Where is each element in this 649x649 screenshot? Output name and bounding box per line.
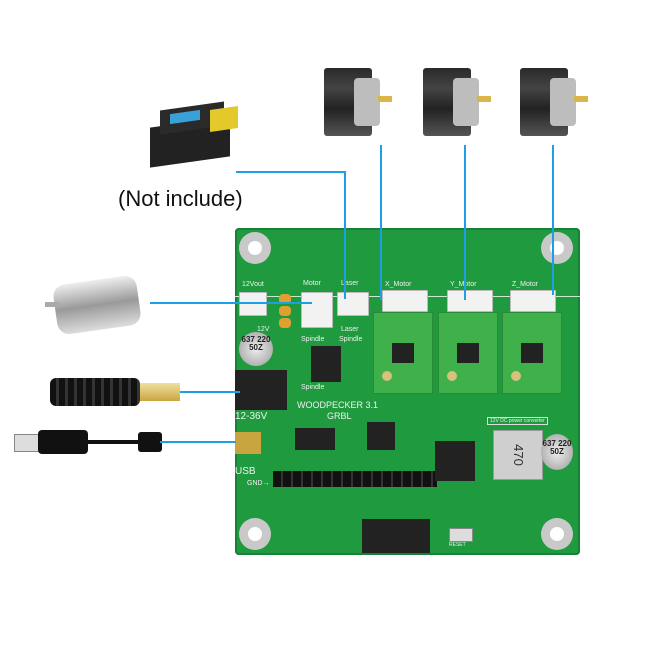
wire-laser-v (344, 171, 346, 299)
label-spindle-2: Spindle (339, 336, 363, 343)
label-laser-2: Laser (341, 326, 359, 333)
usb-port[interactable] (235, 432, 261, 454)
inductor-label: 470 (510, 444, 526, 466)
wire-y-motor (464, 145, 466, 300)
microcontroller (367, 422, 395, 450)
connector-spindle[interactable] (301, 292, 333, 328)
woodpecker-board: 12Vout Motor Laser X_Motor Y_Motor Z_Mot… (235, 228, 580, 555)
label-gnd: GND→ (247, 480, 270, 487)
label-usb: USB (235, 466, 256, 477)
pin-header[interactable] (273, 471, 437, 487)
wire-z-motor (552, 145, 554, 295)
capacitor-2: 637 220 50Z (541, 434, 573, 470)
label-spindle: Spindle (301, 336, 325, 343)
stepper-driver-x (373, 312, 433, 394)
reset-button[interactable] (449, 528, 473, 542)
label-x-motor: X_Motor (385, 281, 412, 288)
label-power-input: 12-36V (235, 411, 268, 422)
connector-y-motor[interactable] (447, 290, 493, 312)
connector-z-motor[interactable] (510, 290, 556, 312)
label-laser: Laser (341, 280, 359, 287)
stepper-motor-y (423, 68, 491, 138)
label-y-motor: Y_Motor (450, 281, 476, 288)
stepper-driver-y (438, 312, 498, 394)
dc-jack-cable-image (50, 378, 180, 406)
spindle-motor-image (45, 274, 145, 336)
usb-cable-image (14, 428, 164, 458)
dc-jack-port[interactable] (235, 370, 287, 410)
stepper-motor-x (324, 68, 392, 138)
label-12v: 12V (257, 326, 270, 333)
stepper-driver-z (502, 312, 562, 394)
label-motor: Motor (303, 280, 321, 287)
connector-x-motor[interactable] (382, 290, 428, 312)
wire-dc-jack (180, 391, 240, 393)
connector-laser[interactable] (337, 292, 369, 316)
label-converter: 12V DC power converter (487, 417, 548, 425)
label-reset: RESET (449, 542, 466, 548)
laser-module-image (150, 98, 242, 168)
spindle-header[interactable] (362, 519, 430, 553)
stepper-motor-z (520, 68, 588, 138)
board-subtitle: GRBL (327, 411, 352, 421)
wire-usb (160, 441, 236, 443)
label-z-motor: Z_Motor (512, 281, 539, 288)
inductor: 470 (493, 430, 543, 480)
connector-12vout[interactable] (239, 292, 267, 316)
board-title: WOODPECKER 3.1 (297, 400, 379, 410)
not-included-caption: (Not include) (118, 186, 243, 211)
regulator (435, 441, 475, 481)
usb-serial-chip (295, 428, 335, 450)
label-spindle-3: Spindle (301, 384, 325, 391)
wire-x-motor (380, 145, 382, 300)
mosfet (311, 346, 341, 382)
wire-spindle (150, 302, 312, 304)
label-12vout: 12Vout (242, 281, 264, 288)
wire-laser-h (236, 171, 346, 173)
capacitor-1: 637 220 50Z (239, 332, 273, 366)
